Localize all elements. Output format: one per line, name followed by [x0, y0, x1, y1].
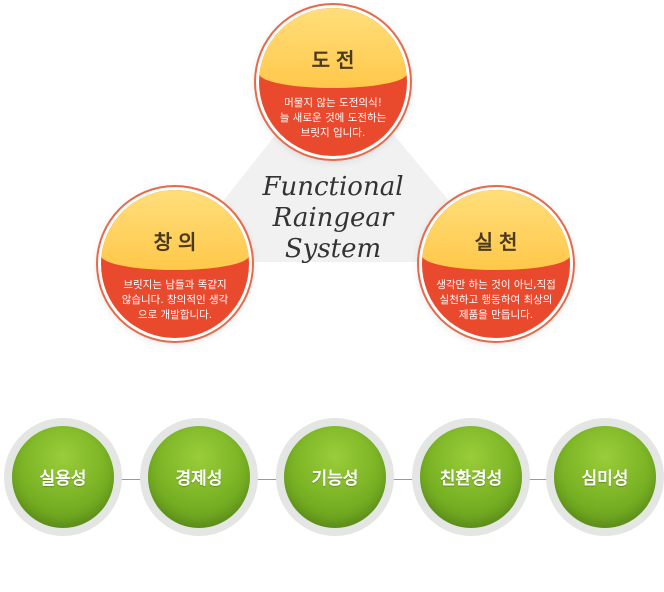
value-desc-practice: 생각만 하는 것이 아닌,직접 실천하고 행동하여 최상의 제품을 만듭니다. — [436, 279, 556, 321]
attribute-circle-practicality: 실용성 — [12, 426, 114, 528]
connector-line — [392, 479, 420, 480]
value-title-practice: 실천 — [474, 230, 524, 254]
value-circle-cap — [422, 190, 570, 270]
value-title-creativity: 창의 — [153, 230, 203, 254]
attribute-circle-aesthetics: 심미성 — [554, 426, 656, 528]
center-title: Functional Raingear System — [262, 172, 404, 264]
attribute-circle-economy: 경제성 — [148, 426, 250, 528]
attribute-circle-functionality: 기능성 — [284, 426, 386, 528]
value-circle-cap — [101, 190, 249, 270]
attribute-label: 기능성 — [311, 469, 359, 489]
attribute-ring: 실용성 — [4, 418, 122, 536]
connector-line — [256, 479, 284, 480]
connector-line — [528, 479, 556, 480]
attribute-label: 친환경성 — [439, 469, 503, 489]
value-circle-practice: 실천 생각만 하는 것이 아닌,직접 실천하고 행동하여 최상의 제품을 만듭니… — [422, 190, 570, 338]
attribute-row: 실용성 경제성 기능성 친환경성 심미성 — [0, 418, 664, 538]
value-circle-creativity: 창의 브릿지는 남들과 똑같지 않습니다. 창의적인 생각 으로 개발합니다. — [101, 190, 249, 338]
attribute-ring: 경제성 — [140, 418, 258, 536]
value-circle-challenge: 도전 머물지 않는 도전의식! 늘 새로운 것에 도전하는 브릿지 입니다. — [259, 8, 407, 156]
attribute-ring: 친환경성 — [412, 418, 530, 536]
value-desc-creativity: 브릿지는 남들과 똑같지 않습니다. 창의적인 생각 으로 개발합니다. — [121, 279, 229, 321]
value-circle-cap — [259, 8, 407, 88]
attribute-ring: 심미성 — [546, 418, 664, 536]
connector-line — [120, 479, 148, 480]
attribute-circle-eco-friendliness: 친환경성 — [420, 426, 522, 528]
value-desc-challenge: 머물지 않는 도전의식! 늘 새로운 것에 도전하는 브릿지 입니다. — [279, 97, 387, 139]
attribute-ring: 기능성 — [276, 418, 394, 536]
value-title-challenge: 도전 — [311, 48, 361, 72]
attribute-label: 경제성 — [175, 469, 223, 489]
attribute-label: 실용성 — [39, 469, 87, 489]
attribute-label: 심미성 — [581, 469, 629, 489]
